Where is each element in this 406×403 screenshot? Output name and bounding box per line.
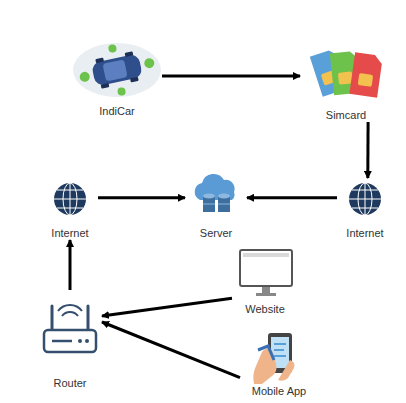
car-wheel xyxy=(95,58,104,64)
icon-node: Mobile App xyxy=(240,330,318,398)
icon-node: Router xyxy=(38,290,102,390)
router-icon xyxy=(44,305,96,352)
icon-node: Website xyxy=(232,248,298,316)
arrow-connector xyxy=(162,75,300,78)
node-label: Mobile App xyxy=(252,384,306,398)
globe-line xyxy=(352,190,378,208)
node-label: Router xyxy=(53,376,86,390)
phone-icon xyxy=(253,333,294,384)
car-wheel xyxy=(101,83,110,89)
icon-node: IndiCar xyxy=(72,38,162,118)
globe xyxy=(349,183,381,215)
database-top xyxy=(218,194,230,199)
server-icon xyxy=(195,174,235,212)
router-led xyxy=(78,339,82,343)
icon-node: Server xyxy=(185,178,247,240)
car-backdrop xyxy=(73,43,161,97)
car-sensor xyxy=(117,87,126,96)
sim-chip xyxy=(338,71,353,84)
node-label: Internet xyxy=(51,226,88,240)
monitor-screen xyxy=(240,250,292,286)
globe xyxy=(54,183,86,215)
arrow-connector xyxy=(366,122,369,178)
router-led xyxy=(85,339,89,343)
router-body xyxy=(44,330,96,352)
cloud xyxy=(195,174,235,200)
router-slot xyxy=(52,340,72,343)
globe-line xyxy=(57,190,83,208)
globe-line xyxy=(54,199,86,200)
car-sensor xyxy=(108,44,117,53)
node-label: IndiCar xyxy=(99,104,134,118)
icon-node: Internet xyxy=(42,178,98,240)
finger xyxy=(278,360,295,381)
globe-icon xyxy=(349,183,381,215)
node-label: Internet xyxy=(346,226,383,240)
monitor-icon xyxy=(240,250,292,296)
monitor-bar xyxy=(243,253,289,257)
arrow-connector xyxy=(247,196,337,199)
sleeve xyxy=(258,346,274,360)
globe-icon xyxy=(54,183,86,215)
car-body xyxy=(91,53,143,86)
globe-line xyxy=(349,199,381,200)
hand xyxy=(253,348,276,384)
sim-chip xyxy=(358,73,374,87)
database-top xyxy=(203,194,215,199)
car-sensor xyxy=(79,71,91,83)
car-sensor xyxy=(143,57,155,69)
simcard xyxy=(349,52,383,97)
wifi-arc xyxy=(58,305,82,316)
simcard-icon xyxy=(310,48,383,98)
car-wheel xyxy=(130,77,139,83)
database-band xyxy=(203,204,230,205)
arrow-connector xyxy=(69,240,72,290)
monitor-stand xyxy=(262,287,270,293)
arrow-connector xyxy=(98,196,185,199)
screen-line xyxy=(274,344,286,356)
icon-node: Internet xyxy=(337,178,393,240)
car-roof xyxy=(102,59,127,81)
node-label: Simcard xyxy=(326,108,366,122)
monitor-base xyxy=(256,293,276,296)
icon-node: Simcard xyxy=(300,40,392,122)
arrow-connector xyxy=(102,322,240,378)
node-label: Server xyxy=(200,226,232,240)
node-label: Website xyxy=(245,302,285,316)
car-icon xyxy=(74,37,159,104)
arrow-connector xyxy=(102,298,232,316)
car-wheel xyxy=(125,51,134,57)
antenna xyxy=(52,306,88,330)
